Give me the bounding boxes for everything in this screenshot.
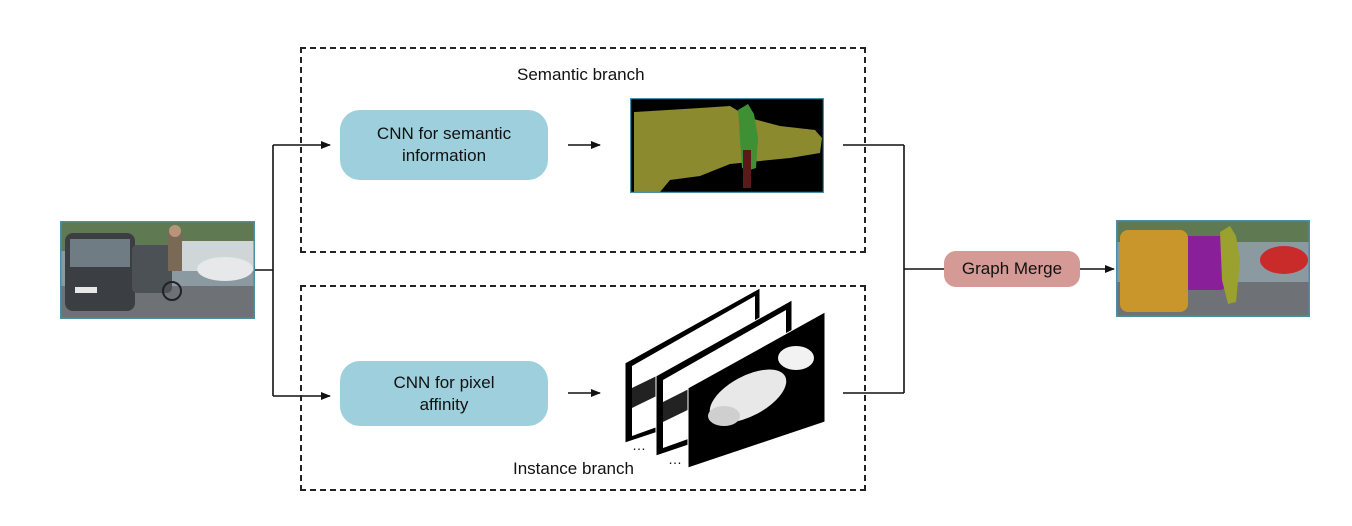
output-instance-image [1116,220,1310,317]
graph-merge-box: Graph Merge [944,251,1080,287]
instance-branch-box [300,285,866,491]
affinity-maps-stack: … … [624,288,826,469]
affinity-map-front [687,311,826,469]
input-street-image [60,221,255,319]
semantic-cnn-box: CNN for semantic information [340,110,548,180]
semantic-map-image [630,98,824,193]
affinity-cnn-box: CNN for pixel affinity [340,361,548,426]
semantic-branch-label: Semantic branch [517,65,645,84]
semantic-branch-box [300,47,866,253]
stack-ellipsis-2: … [668,451,682,467]
instance-branch-label: Instance branch [513,459,634,478]
stack-ellipsis: … [632,437,646,453]
